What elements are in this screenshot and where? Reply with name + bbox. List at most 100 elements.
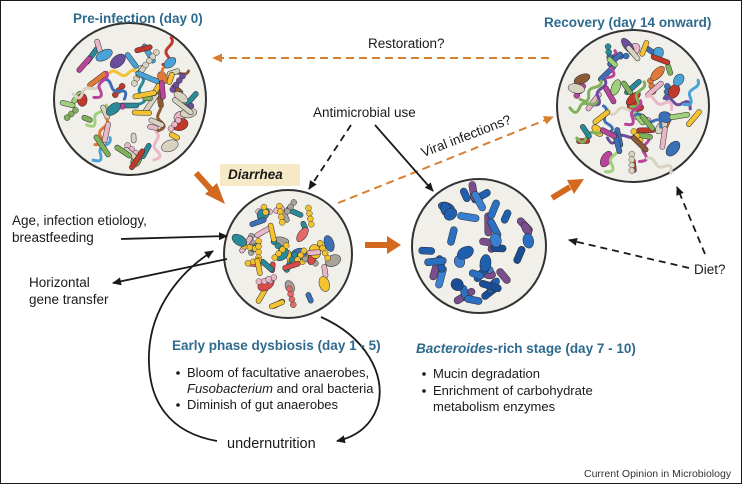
bacterium bbox=[590, 78, 608, 107]
diet-to-recovery-arrow bbox=[676, 186, 706, 255]
antimicrobial-label: Antimicrobial use bbox=[313, 105, 416, 120]
bacterium bbox=[500, 209, 512, 224]
bacterium bbox=[457, 212, 480, 223]
journal-credit: Current Opinion in Microbiology bbox=[584, 468, 732, 480]
bacterium bbox=[129, 148, 146, 171]
bacterium bbox=[567, 83, 585, 94]
bacterium bbox=[578, 79, 603, 103]
bacterium bbox=[296, 227, 309, 242]
bacterium bbox=[650, 54, 671, 66]
bacterium bbox=[254, 258, 263, 276]
bacterium bbox=[513, 245, 526, 264]
bacterium bbox=[637, 133, 651, 164]
bacterium bbox=[573, 73, 591, 85]
bacteroides-title: Bacteroides-rich stage (day 7 - 10) bbox=[416, 341, 636, 356]
bacterium bbox=[102, 78, 128, 101]
bacterium bbox=[659, 126, 668, 150]
bacterium bbox=[606, 56, 618, 68]
early-phase-bacteria bbox=[231, 199, 341, 310]
bacterium bbox=[628, 150, 635, 174]
bacterium bbox=[255, 237, 262, 261]
bacterium bbox=[260, 203, 269, 216]
recovery-bacteria bbox=[567, 38, 702, 175]
bacterium bbox=[109, 53, 126, 69]
bacterium bbox=[665, 140, 681, 157]
bacterium bbox=[161, 139, 179, 153]
bacterium bbox=[112, 83, 126, 98]
horizontal-gene-transfer-arrow bbox=[112, 258, 228, 286]
early-phase-title: Early phase dysbiosis (day 1 - 5) bbox=[172, 338, 381, 353]
bacterium bbox=[93, 134, 111, 158]
bacterium bbox=[276, 202, 286, 226]
bacterium bbox=[450, 278, 464, 291]
bacterium bbox=[156, 101, 166, 133]
bacterium bbox=[147, 124, 159, 131]
bacterium bbox=[686, 109, 702, 127]
age-factors-arrow bbox=[120, 232, 228, 241]
bacterium bbox=[124, 52, 139, 69]
bacterium bbox=[81, 114, 93, 123]
bacterium bbox=[639, 40, 650, 57]
bacterium bbox=[316, 240, 331, 262]
bacterium bbox=[282, 260, 301, 271]
bacterium bbox=[645, 94, 674, 111]
bacterium bbox=[95, 48, 113, 62]
bacterium bbox=[142, 49, 160, 69]
bacterium bbox=[471, 191, 486, 212]
bacterium bbox=[267, 222, 277, 243]
undernutrition-loop-left bbox=[148, 250, 218, 442]
pre-infection-bacteria bbox=[59, 36, 199, 171]
bacterium bbox=[639, 113, 656, 132]
bacterium bbox=[323, 235, 335, 252]
antimicrobial-to-early-arrow bbox=[308, 124, 352, 190]
bacterium bbox=[286, 285, 297, 308]
bacterium bbox=[306, 249, 322, 256]
bacterium bbox=[621, 80, 633, 96]
age-factors-line2: breastfeeding bbox=[12, 230, 94, 245]
bacterium bbox=[284, 199, 297, 215]
bacteroides-bacteria bbox=[418, 181, 534, 305]
bacterium bbox=[168, 131, 180, 141]
recovery-title: Recovery (day 14 onward) bbox=[544, 15, 712, 30]
bacterium bbox=[169, 72, 186, 93]
bacterium bbox=[479, 254, 492, 273]
bacterium bbox=[443, 207, 458, 221]
bacterium bbox=[580, 124, 592, 139]
bacterium bbox=[172, 97, 194, 116]
diet-label: Diet? bbox=[694, 262, 726, 277]
bacterium bbox=[318, 276, 330, 292]
bacterium bbox=[650, 66, 665, 81]
bacterium bbox=[464, 295, 483, 305]
early-bullet-1-line2: Fusobacterium and oral bacteria bbox=[187, 381, 374, 396]
bacterium bbox=[682, 78, 701, 107]
bacterium bbox=[134, 44, 153, 54]
bacterium bbox=[624, 99, 643, 127]
bacterium bbox=[305, 292, 314, 304]
bacterium bbox=[106, 102, 121, 116]
bacterium bbox=[152, 130, 162, 162]
bacterium bbox=[592, 109, 611, 125]
bacterium bbox=[522, 233, 534, 249]
bacterium bbox=[568, 99, 599, 114]
bacterium bbox=[265, 274, 278, 283]
early-bullet-2: Diminish of gut anaerobes bbox=[187, 397, 339, 412]
bacteroides-bullet-1: Mucin degradation bbox=[433, 366, 540, 381]
bacterium bbox=[610, 79, 622, 96]
bacterium bbox=[159, 80, 166, 100]
bacterium bbox=[489, 233, 502, 248]
bacterium bbox=[268, 299, 285, 310]
bacterium bbox=[447, 226, 458, 246]
bacterium bbox=[673, 73, 685, 87]
bacterium bbox=[130, 132, 137, 144]
pre-infection-title: Pre-infection (day 0) bbox=[73, 11, 203, 26]
bacterium bbox=[629, 80, 647, 109]
bacterium bbox=[468, 269, 485, 280]
progression-arrow-pre-to-early bbox=[193, 170, 225, 204]
bacterium bbox=[71, 83, 102, 100]
bacterium bbox=[148, 117, 165, 128]
bacterium bbox=[231, 233, 248, 247]
progression-arrow-bacteroides-to-recovery bbox=[550, 179, 584, 201]
undernutrition-loop-right bbox=[320, 316, 381, 444]
bacterium bbox=[59, 100, 76, 109]
bacterium bbox=[459, 187, 471, 203]
